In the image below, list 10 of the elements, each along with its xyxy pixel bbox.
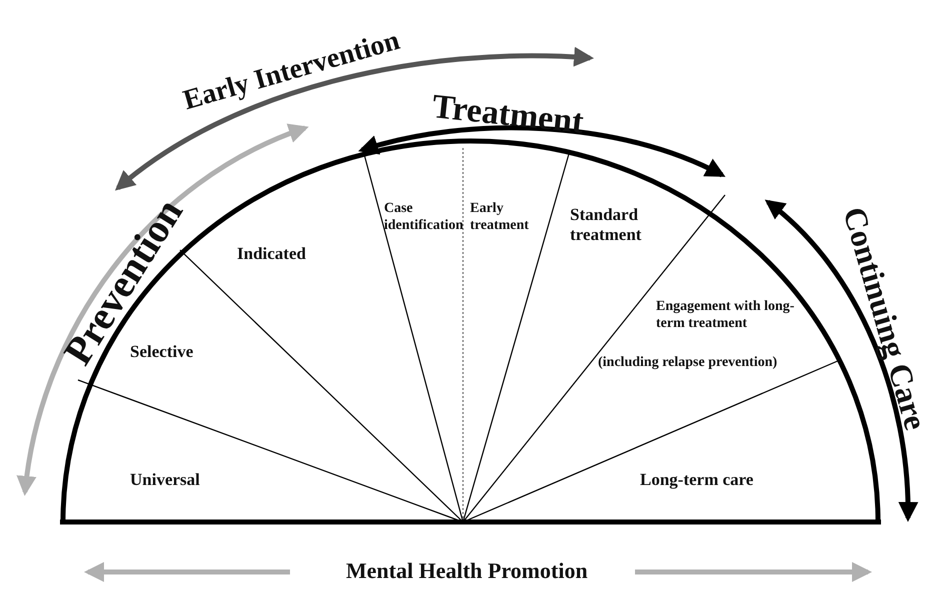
segment-range-title: Treatment — [430, 88, 586, 142]
segment-label: Early treatment — [470, 200, 530, 234]
segment-note: (including relapse prevention) — [598, 354, 778, 371]
segment-label: Universal — [130, 470, 201, 490]
segment-label: Indicated — [237, 244, 307, 264]
segment-label: Standard treatment — [570, 205, 642, 245]
chart-title: Mental Health Promotion — [346, 558, 588, 584]
segment-label: Engagement with long-term treatment — [656, 298, 796, 332]
segment-label: Case identification — [384, 200, 462, 234]
segment-label: Long-term care — [640, 470, 754, 490]
